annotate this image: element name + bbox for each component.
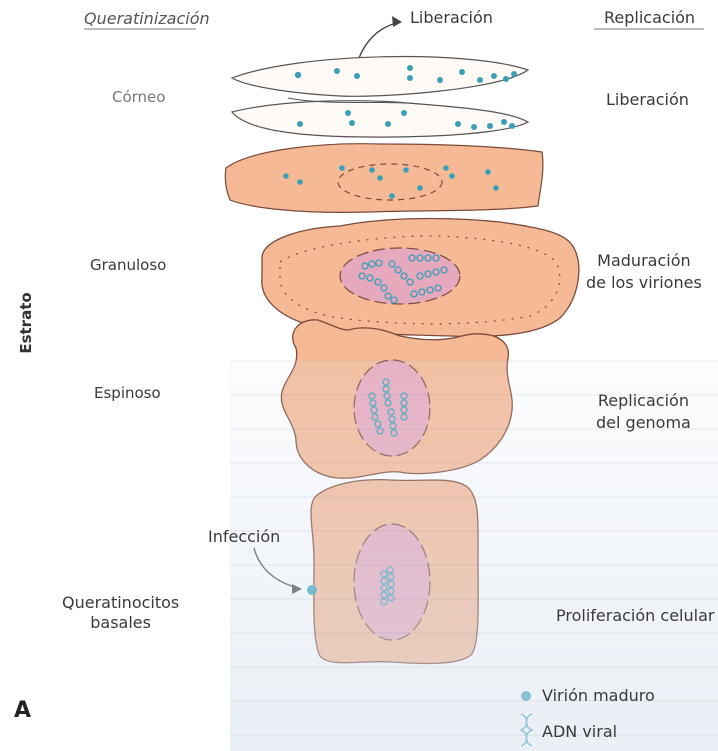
legend-dna-icon [521,714,532,746]
corneum-cell-upper [232,57,528,97]
spinous-cell-nucleus [354,360,430,456]
label-espinoso: Espinoso [94,384,161,402]
stage-liberacion: Liberación [606,90,689,109]
label-granuloso: Granuloso [90,256,166,274]
label-infeccion: Infección [208,527,280,546]
label-basales-line1: Queratinocitos [62,593,179,612]
stage-replicacion: Replicación del genoma [596,390,691,434]
stage-replicacion-line1: Replicación [598,391,689,410]
stage-proliferacion: Proliferación celular [556,606,714,625]
header-keratinization: Queratinización [84,9,210,28]
legend-adn-label: ADN viral [542,722,617,741]
corneum-cells [232,57,528,138]
entering-virion [307,585,317,595]
header-replication: Replicación [604,8,695,27]
flattened-cell [225,144,543,213]
infection-arrow [254,548,298,588]
basal-cell-nucleus [354,524,430,640]
infection-arrowhead [292,584,302,594]
label-corneo: Córneo [112,88,165,106]
stage-maduracion-line1: Maduración [597,251,690,270]
stage-maduracion: Maduración de los viriones [586,250,702,294]
stage-maduracion-line2: de los viriones [586,273,702,292]
legend-virion-icon [521,691,531,701]
label-basales-line2: basales [90,613,151,632]
legend-virion-label: Virión maduro [542,686,655,705]
label-basales: Queratinocitos basales [62,593,179,633]
stage-replicacion-line2: del genoma [596,413,691,432]
label-estrato: Estrato [17,287,35,359]
granular-cell-nucleus [340,248,460,304]
corneum-cell-lower [232,101,528,137]
release-arrowhead [392,16,402,27]
panel-letter: A [14,698,31,723]
header-release: Liberación [410,8,493,27]
